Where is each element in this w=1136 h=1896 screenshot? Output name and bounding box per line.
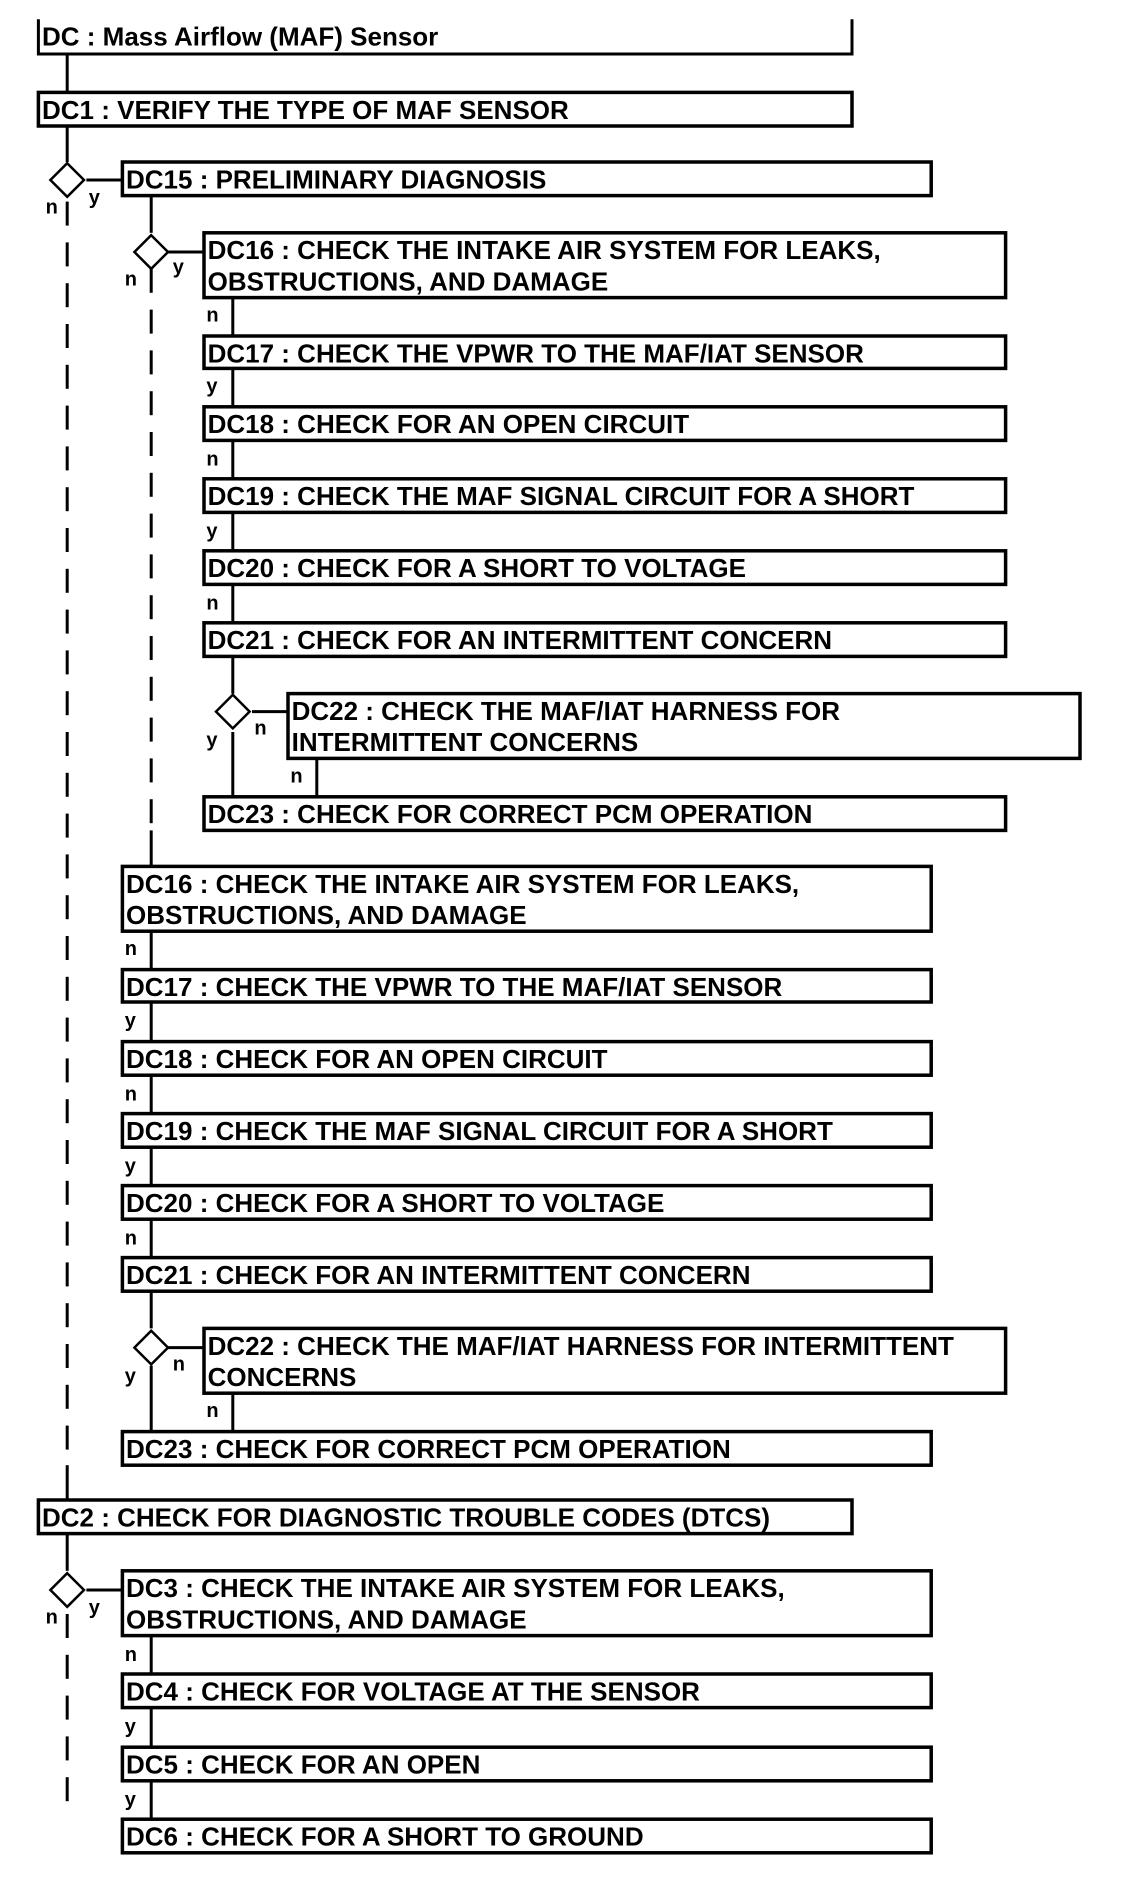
step-text: DC20 : CHECK FOR A SHORT TO VOLTAGE (208, 553, 746, 583)
step-text: DC2 : CHECK FOR DIAGNOSTIC TROUBLE CODES… (42, 1502, 770, 1532)
step-box-dc19b: DC19 : CHECK THE MAF SIGNAL CIRCUIT FOR … (120, 1111, 933, 1149)
decision-label: y (89, 1597, 101, 1619)
decision-diamond (132, 1329, 170, 1367)
step-text: DC3 : CHECK THE INTAKE AIR SYSTEM FOR LE… (126, 1573, 785, 1603)
connector-label: n (206, 449, 218, 471)
step-text: DC16 : CHECK THE INTAKE AIR SYSTEM FOR L… (126, 869, 799, 899)
decision-label: y (206, 729, 218, 751)
step-text: DC17 : CHECK THE VPWR TO THE MAF/IAT SEN… (208, 338, 865, 368)
step-text: DC22 : CHECK THE MAF/IAT HARNESS FOR (292, 696, 841, 726)
connector-label: y (206, 521, 218, 543)
connector-label: n (206, 1400, 218, 1422)
decision-diamond (214, 693, 252, 731)
connector-label: n (206, 305, 218, 327)
step-text: INTERMITTENT CONCERNS (292, 727, 639, 757)
decision-label: n (46, 1607, 58, 1629)
connector-label: y (125, 1155, 137, 1177)
decision-label: n (125, 269, 137, 291)
connector-label: n (125, 1644, 137, 1666)
step-text: DC15 : PRELIMINARY DIAGNOSIS (126, 164, 546, 194)
step-box-dc19a: DC19 : CHECK THE MAF SIGNAL CIRCUIT FOR … (202, 477, 1008, 515)
decision-label: y (125, 1365, 137, 1387)
step-box-dc23a: DC23 : CHECK FOR CORRECT PCM OPERATION (202, 795, 1008, 833)
step-text: DC5 : CHECK FOR AN OPEN (126, 1750, 480, 1780)
decision-label: y (173, 257, 185, 279)
step-text: DC19 : CHECK THE MAF SIGNAL CIRCUIT FOR … (126, 1116, 833, 1146)
step-box-dc5: DC5 : CHECK FOR AN OPEN (120, 1745, 933, 1783)
step-box-dc4: DC4 : CHECK FOR VOLTAGE AT THE SENSOR (120, 1672, 933, 1710)
step-box-dc21b: DC21 : CHECK FOR AN INTERMITTENT CONCERN (120, 1255, 933, 1293)
step-box-dc20b: DC20 : CHECK FOR A SHORT TO VOLTAGE (120, 1183, 933, 1221)
step-text: OBSTRUCTIONS, AND DAMAGE (126, 1604, 527, 1634)
step-text: OBSTRUCTIONS, AND DAMAGE (208, 266, 609, 296)
step-text: DC21 : CHECK FOR AN INTERMITTENT CONCERN (126, 1260, 750, 1290)
title-bracket (36, 19, 854, 56)
step-text: DC23 : CHECK FOR CORRECT PCM OPERATION (126, 1434, 731, 1464)
step-box-dc18b: DC18 : CHECK FOR AN OPEN CIRCUIT (120, 1039, 933, 1077)
step-text: CONCERNS (208, 1362, 357, 1392)
step-text: DC20 : CHECK FOR A SHORT TO VOLTAGE (126, 1188, 664, 1218)
step-box-dc16a: DC16 : CHECK THE INTAKE AIR SYSTEM FOR L… (202, 231, 1008, 300)
step-box-dc1: DC1 : VERIFY THE TYPE OF MAF SENSOR (36, 90, 854, 128)
step-text: DC1 : VERIFY THE TYPE OF MAF SENSOR (42, 95, 569, 125)
connector-label: n (125, 938, 137, 960)
decision-diamond (48, 161, 86, 199)
step-box-dc22a: DC22 : CHECK THE MAF/IAT HARNESS FORINTE… (286, 691, 1082, 761)
step-box-dc18a: DC18 : CHECK FOR AN OPEN CIRCUIT (202, 405, 1008, 443)
step-text: DC22 : CHECK THE MAF/IAT HARNESS FOR INT… (208, 1331, 954, 1361)
step-box-dc22b: DC22 : CHECK THE MAF/IAT HARNESS FOR INT… (202, 1326, 1008, 1395)
connector-label: y (125, 1716, 137, 1738)
step-box-dc3: DC3 : CHECK THE INTAKE AIR SYSTEM FOR LE… (120, 1569, 933, 1638)
step-text: DC23 : CHECK FOR CORRECT PCM OPERATION (208, 799, 813, 829)
connector-label: y (125, 1789, 137, 1811)
step-text: DC21 : CHECK FOR AN INTERMITTENT CONCERN (208, 625, 832, 655)
step-box-dc15: DC15 : PRELIMINARY DIAGNOSIS (120, 160, 933, 198)
step-text: DC4 : CHECK FOR VOLTAGE AT THE SENSOR (126, 1676, 700, 1706)
step-text: DC18 : CHECK FOR AN OPEN CIRCUIT (126, 1044, 608, 1074)
step-text: OBSTRUCTIONS, AND DAMAGE (126, 900, 527, 930)
step-box-dc16b: DC16 : CHECK THE INTAKE AIR SYSTEM FOR L… (120, 864, 933, 933)
step-text: DC17 : CHECK THE VPWR TO THE MAF/IAT SEN… (126, 972, 783, 1002)
step-box-dc17b: DC17 : CHECK THE VPWR TO THE MAF/IAT SEN… (120, 967, 933, 1004)
step-box-dc23b: DC23 : CHECK FOR CORRECT PCM OPERATION (120, 1429, 933, 1467)
decision-label: n (254, 717, 266, 739)
step-text: DC6 : CHECK FOR A SHORT TO GROUND (126, 1822, 644, 1852)
connector-label: y (206, 375, 218, 397)
step-box-dc20a: DC20 : CHECK FOR A SHORT TO VOLTAGE (202, 549, 1008, 587)
step-box-dc6: DC6 : CHECK FOR A SHORT TO GROUND (120, 1817, 933, 1855)
step-box-dc2: DC2 : CHECK FOR DIAGNOSTIC TROUBLE CODES… (36, 1498, 854, 1536)
decision-diamond (48, 1571, 86, 1609)
connector-label: n (290, 765, 302, 787)
decision-label: y (89, 187, 101, 209)
decision-label: n (46, 197, 58, 219)
step-text: DC18 : CHECK FOR AN OPEN CIRCUIT (208, 409, 690, 439)
connector-label: n (125, 1083, 137, 1105)
diagram-title: DC : Mass Airflow (MAF) Sensor (42, 22, 438, 52)
step-text: DC16 : CHECK THE INTAKE AIR SYSTEM FOR L… (208, 235, 881, 265)
connector-label: y (125, 1010, 137, 1032)
step-box-dc17a: DC17 : CHECK THE VPWR TO THE MAF/IAT SEN… (202, 334, 1008, 371)
step-text: DC19 : CHECK THE MAF SIGNAL CIRCUIT FOR … (208, 481, 915, 511)
decision-diamond (132, 233, 170, 271)
connector-label: n (125, 1227, 137, 1249)
decision-label: n (173, 1353, 185, 1375)
connector-label: n (206, 593, 218, 615)
step-box-dc21a: DC21 : CHECK FOR AN INTERMITTENT CONCERN (202, 621, 1008, 659)
